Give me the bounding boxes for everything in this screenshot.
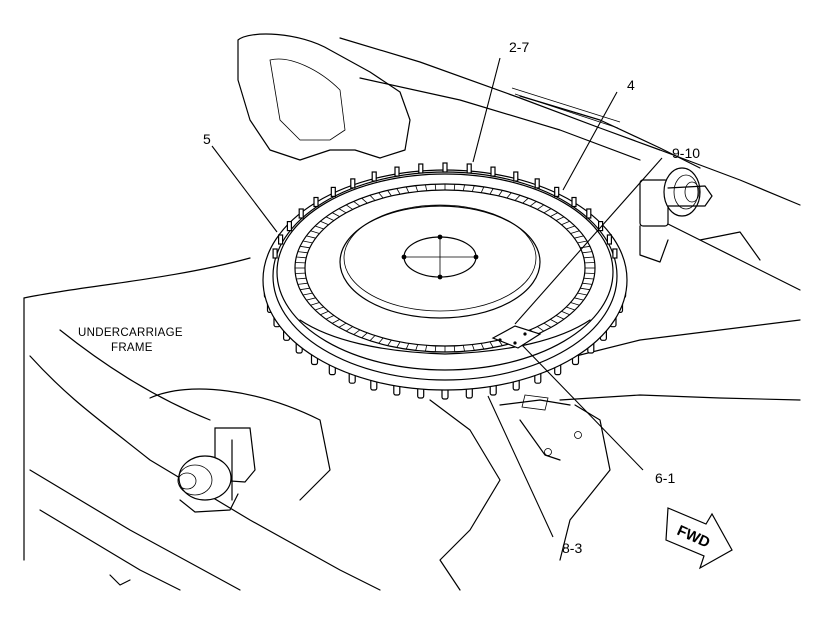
stud [351, 179, 355, 188]
stud [279, 235, 283, 244]
stud [287, 222, 291, 231]
stud [491, 167, 495, 176]
callout-4: 4 [627, 77, 635, 93]
callout-8-3: 8-3 [562, 540, 582, 556]
stud [299, 209, 303, 218]
callout-9-10: 9-10 [672, 145, 700, 161]
stud [419, 164, 423, 173]
stud [467, 164, 471, 173]
stud [572, 198, 576, 207]
stud [314, 198, 318, 207]
callout-5: 5 [203, 131, 211, 147]
stud [613, 249, 617, 258]
stud [273, 249, 277, 258]
undercarriage-frame-label-line1: UNDERCARRIAGE [78, 327, 183, 339]
callout-6-1: 6-1 [655, 470, 675, 486]
forward-direction-arrow: FWD [666, 508, 732, 568]
stud [607, 235, 611, 244]
swing-drive-motor-right [640, 168, 712, 262]
stud [535, 179, 539, 188]
stud [372, 172, 376, 181]
stud [443, 163, 447, 172]
stud [555, 187, 559, 196]
swing-bearing [263, 163, 627, 399]
stud [395, 167, 399, 176]
stud [514, 172, 518, 181]
callout-2-7: 2-7 [509, 39, 529, 55]
stud [331, 187, 335, 196]
undercarriage-frame-label-line2: FRAME [111, 342, 153, 354]
stud [587, 209, 591, 218]
